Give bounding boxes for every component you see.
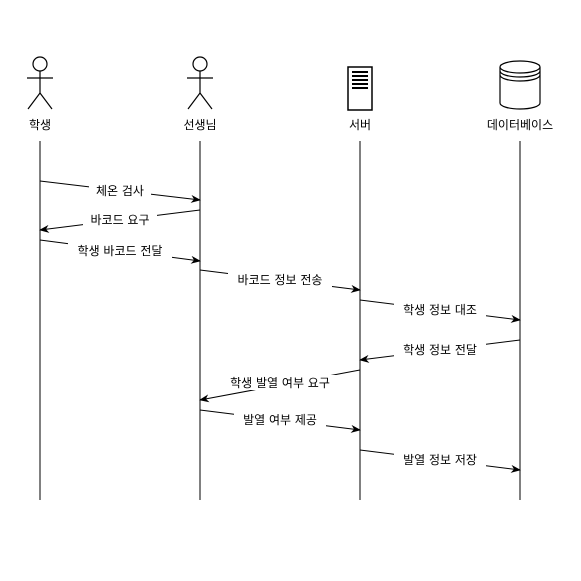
- message-5: 학생 정보 대조: [359, 299, 521, 323]
- participant-label: 선생님: [183, 118, 216, 132]
- participant-server: 서버: [347, 66, 373, 132]
- message-label: 발열 여부 제공: [243, 413, 317, 427]
- message-label-bg: [89, 183, 151, 198]
- message-label-bg: [394, 452, 486, 467]
- database-icon: [499, 60, 541, 110]
- message-label-bg: [394, 342, 486, 357]
- message-label: 발열 정보 저장: [403, 453, 477, 467]
- message-label-bg: [234, 412, 326, 427]
- message-label-bg: [228, 272, 332, 287]
- message-label: 학생 발열 여부 요구: [230, 376, 330, 390]
- message-label: 바코드 정보 전송: [238, 273, 323, 287]
- message-8: 발열 여부 제공: [199, 409, 361, 433]
- message-6: 학생 정보 전달: [359, 339, 521, 363]
- participant-label: 데이터베이스: [487, 118, 553, 132]
- message-label: 학생 정보 전달: [403, 343, 477, 357]
- message-label-bg: [394, 302, 486, 317]
- message-9: 발열 정보 저장: [359, 449, 521, 473]
- message-label-bg: [68, 243, 172, 258]
- message-label: 바코드 요구: [90, 213, 149, 227]
- participant-label: 학생: [29, 118, 51, 132]
- participant-label: 서버: [349, 118, 371, 132]
- actor-icon: [27, 56, 53, 110]
- message-label: 학생 바코드 전달: [78, 244, 163, 258]
- message-2: 바코드 요구: [39, 209, 201, 233]
- participant-teacher: 선생님: [183, 56, 217, 132]
- actor-icon: [187, 56, 213, 110]
- message-1: 체온 검사: [39, 180, 201, 203]
- participant-student: 학생: [27, 56, 53, 132]
- message-label: 체온 검사: [96, 184, 144, 198]
- message-label-bg: [220, 375, 340, 390]
- participant-database: 데이터베이스: [487, 60, 553, 132]
- message-7: 학생 발열 여부 요구: [199, 369, 361, 403]
- message-label-bg: [83, 212, 157, 227]
- message-4: 바코드 정보 전송: [199, 269, 361, 293]
- server-icon: [347, 66, 373, 111]
- message-3: 학생 바코드 전달: [39, 239, 201, 264]
- message-label: 학생 정보 대조: [403, 303, 477, 317]
